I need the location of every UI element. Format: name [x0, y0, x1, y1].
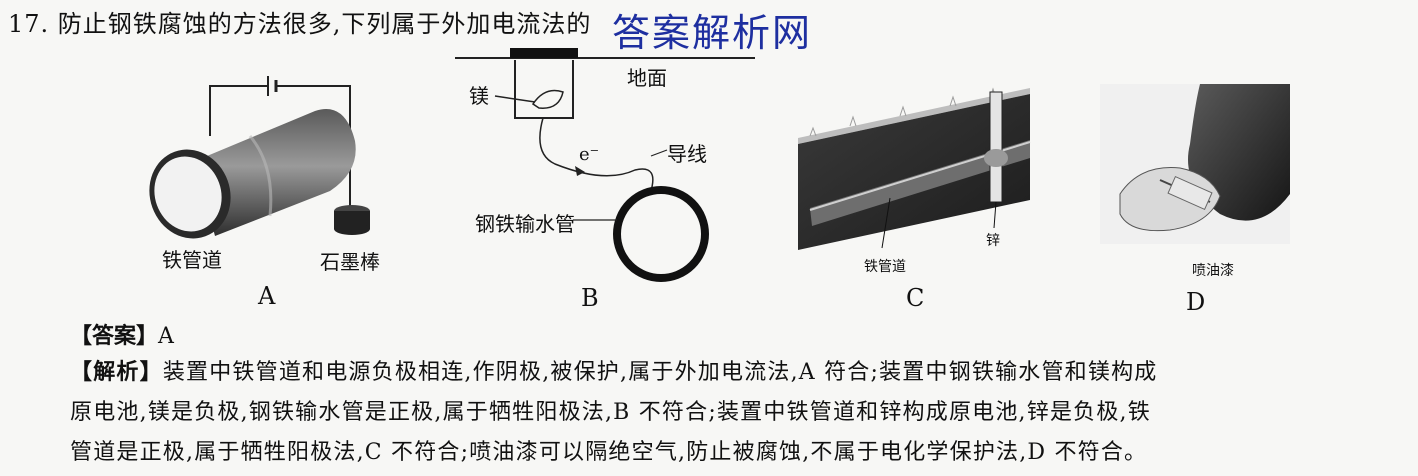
analysis-label: 【解析】 — [70, 359, 163, 385]
figure-c-drawing — [798, 87, 1031, 250]
label-iron-pipe-c: 铁管道 — [864, 259, 906, 275]
figure-d: 喷油漆 D — [1100, 84, 1300, 316]
figure-b: 地面 镁 e⁻ 导线 钢铁输水管 B — [455, 44, 755, 316]
caption-a: A — [258, 282, 276, 310]
analysis-text-1: 装置中铁管道和电源负极相连,作阴极,被保护,属于外加电流法,A 符合;装置中钢铁… — [162, 360, 1158, 385]
label-zinc: 锌 — [986, 233, 1000, 249]
answer-line: 【答案】A — [70, 318, 174, 350]
answer-value: A — [158, 324, 174, 349]
label-electron: e⁻ — [579, 144, 600, 165]
analysis-line-3: 管道是正极,属于牺牲阳极法,C 不符合;喷油漆可以隔绝空气,防止被腐蚀,不属于电… — [70, 440, 1148, 465]
figure-a: 铁管道 石墨棒 A — [140, 66, 400, 316]
label-spray-paint: 喷油漆 — [1192, 263, 1234, 279]
label-graphite-rod: 石墨棒 — [320, 250, 380, 274]
analysis-line-1: 【解析】装置中铁管道和电源负极相连,作阴极,被保护,属于外加电流法,A 符合;装… — [70, 352, 1410, 393]
analysis-block: 【解析】装置中铁管道和电源负极相连,作阴极,被保护,属于外加电流法,A 符合;装… — [70, 352, 1410, 473]
figure-a-drawing — [149, 76, 370, 239]
figure-c: 铁管道 锌 C — [790, 80, 1050, 316]
label-steel-pipe: 钢铁输水管 — [475, 212, 575, 236]
answer-label: 【答案】 — [70, 323, 159, 349]
label-ground: 地面 — [627, 66, 667, 90]
analysis-line-2: 原电池,镁是负极,钢铁输水管是正极,属于牺牲阳极法,B 不符合;装置中铁管道和锌… — [70, 400, 1151, 425]
figure-d-drawing — [1100, 84, 1290, 244]
question-title: 17. 防止钢铁腐蚀的方法很多,下列属于外加电流法的 — [8, 10, 592, 38]
label-wire: 导线 — [667, 142, 707, 166]
caption-d: D — [1186, 288, 1206, 316]
figure-b-drawing — [455, 48, 755, 282]
watermark: 答案解析网 — [612, 11, 813, 55]
caption-b: B — [581, 284, 599, 312]
caption-c: C — [906, 284, 925, 312]
label-magnesium: 镁 — [469, 84, 489, 108]
label-iron-pipe-a: 铁管道 — [162, 248, 222, 272]
